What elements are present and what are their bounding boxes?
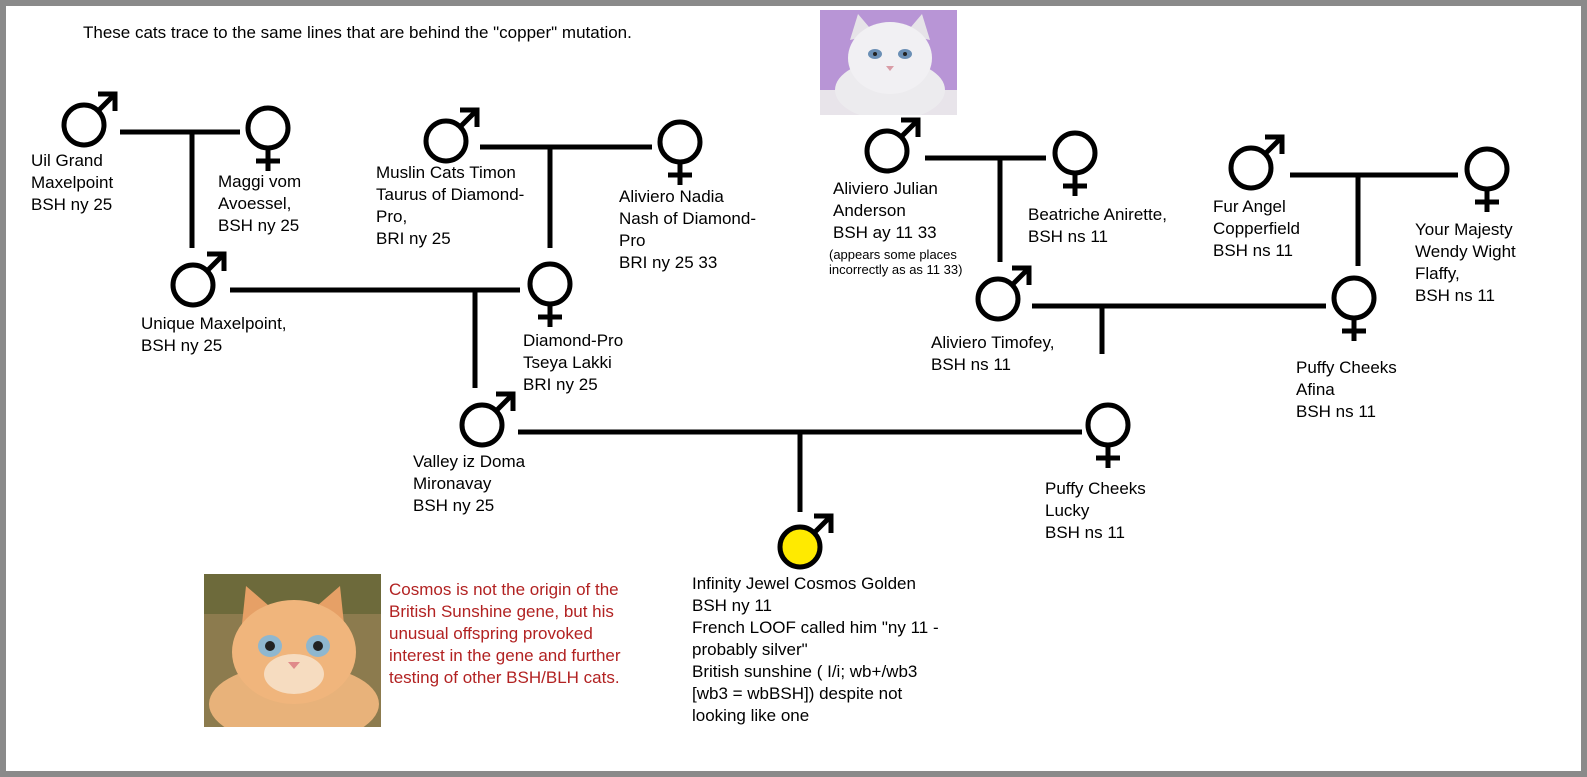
male-symbol-icon xyxy=(1231,137,1282,188)
female-symbol-icon xyxy=(1055,133,1095,196)
cat-label-lucky: Puffy Cheeks Lucky BSH ns 11 xyxy=(1045,479,1146,542)
female-symbol-icon xyxy=(248,108,288,171)
male-symbol-icon xyxy=(978,268,1029,319)
male-symbol-icon xyxy=(426,110,477,161)
cosmos-caption: Cosmos is not the origin of the British … xyxy=(389,580,621,687)
cat-label-beatriche: Beatriche Anirette, BSH ns 11 xyxy=(1028,205,1167,246)
cat-label-maggi: Maggi vom Avoessel, BSH ny 25 xyxy=(218,172,302,235)
female-symbol-icon xyxy=(1334,278,1374,341)
cat-label-fur: Fur Angel Copperfield BSH ns 11 xyxy=(1213,197,1300,260)
female-symbol-icon xyxy=(660,122,700,185)
male-symbol-icon xyxy=(867,120,918,171)
golden-cat-photo xyxy=(204,574,381,727)
lineage-note: These cats trace to the same lines that … xyxy=(83,22,632,44)
cat-label-timofey: Aliviero Timofey, BSH ns 11 xyxy=(931,333,1055,374)
pedigree-lines xyxy=(120,129,1458,512)
male-symbol-icon xyxy=(64,94,115,145)
highlighted-male-symbol-icon xyxy=(777,513,834,570)
cat-label-timon: Muslin Cats Timon Taurus of Diamond- Pro… xyxy=(376,163,525,248)
cat-label-cosmos: Infinity Jewel Cosmos Golden BSH ny 11 F… xyxy=(692,574,939,725)
cat-label-nadia: Aliviero Nadia Nash of Diamond- Pro BRI … xyxy=(619,187,757,272)
female-symbol-icon xyxy=(1088,405,1128,468)
cat-label-wendy: Your Majesty Wendy Wight Flaffy, BSH ns … xyxy=(1415,220,1516,305)
cat-label-uil: Uil Grand Maxelpoint BSH ny 25 xyxy=(31,151,114,214)
cat-label-valley: Valley iz Doma Mironavay BSH ny 25 xyxy=(413,452,526,515)
cat-label-tseya: Diamond-Pro Tseya Lakki BRI ny 25 xyxy=(523,331,624,394)
note-line: same lines that are behind xyxy=(260,23,461,42)
female-symbol-icon xyxy=(1467,149,1507,212)
female-symbol-icon xyxy=(530,264,570,327)
cat-label-unique: Unique Maxelpoint, BSH ny 25 xyxy=(141,314,287,355)
cat-label-julian: Aliviero Julian Anderson BSH ay 11 33 xyxy=(833,179,938,242)
cat-note-julian: (appears some places incorrectly as as 1… xyxy=(829,247,963,277)
note-line: the "copper" mutation. xyxy=(464,23,632,42)
silver-cat-photo xyxy=(820,10,957,115)
note-line: These cats trace to the xyxy=(83,23,256,42)
cat-label-afina: Puffy Cheeks Afina BSH ns 11 xyxy=(1296,358,1397,421)
male-symbol-icon xyxy=(462,394,513,445)
male-symbol-icon xyxy=(173,254,224,305)
